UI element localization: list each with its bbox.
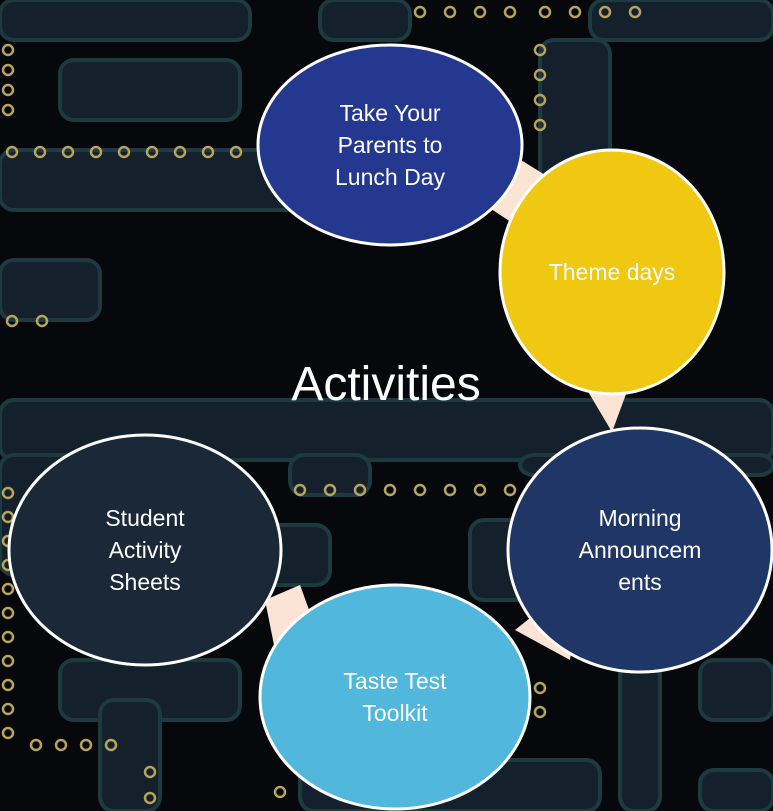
center-title: Activities xyxy=(291,358,480,411)
circuit-pad xyxy=(383,483,397,497)
circuit-trace xyxy=(318,0,412,42)
node-label: Lunch Day xyxy=(335,164,445,190)
circuit-pad xyxy=(323,483,337,497)
circuit-pad xyxy=(473,483,487,497)
node-label: Student xyxy=(105,505,185,531)
circuit-pad xyxy=(79,738,93,752)
circuit-pad xyxy=(1,678,15,692)
node-circle xyxy=(258,583,532,811)
circuit-pad xyxy=(533,43,547,57)
circuit-pad xyxy=(5,145,19,159)
circuit-pad xyxy=(33,145,47,159)
circuit-pad xyxy=(533,93,547,107)
circuit-pad xyxy=(1,103,15,117)
circuit-pad xyxy=(293,483,307,497)
circuit-pad xyxy=(54,738,68,752)
node-label: Toolkit xyxy=(362,700,428,726)
circuit-pad xyxy=(1,702,15,716)
circuit-pad xyxy=(503,483,517,497)
circuit-pad xyxy=(143,765,157,779)
circuit-pad xyxy=(1,726,15,740)
circuit-pad xyxy=(443,483,457,497)
circuit-pad xyxy=(413,483,427,497)
circuit-pad xyxy=(443,5,457,19)
circuit-pad xyxy=(1,83,15,97)
circuit-pad xyxy=(628,5,642,19)
circuit-pad xyxy=(533,681,547,695)
circuit-pad xyxy=(1,510,15,524)
node-circle xyxy=(498,148,726,396)
circuit-pad xyxy=(117,145,131,159)
circuit-pad xyxy=(145,145,159,159)
node-circle xyxy=(256,43,524,247)
circuit-pad xyxy=(1,654,15,668)
node-label: ents xyxy=(618,569,661,595)
circuit-trace xyxy=(98,698,162,811)
circuit-pad xyxy=(61,145,75,159)
node-label: Theme days xyxy=(549,259,676,285)
circuit-pad xyxy=(413,5,427,19)
circuit-pad xyxy=(1,582,15,596)
node-circle xyxy=(7,433,283,667)
circuit-pad xyxy=(1,630,15,644)
node-label: Sheets xyxy=(109,569,181,595)
circuit-pad xyxy=(538,5,552,19)
node-circle xyxy=(506,426,773,674)
circuit-pad xyxy=(29,738,43,752)
circuit-pad xyxy=(568,5,582,19)
circuit-pad xyxy=(533,118,547,132)
circuit-trace xyxy=(698,768,773,811)
node-label: Activity xyxy=(109,537,182,563)
circuit-pad xyxy=(1,486,15,500)
circuit-pad xyxy=(1,606,15,620)
circuit-pad xyxy=(229,145,243,159)
circuit-trace xyxy=(0,258,102,322)
node-label: Taste Test xyxy=(343,668,447,694)
cycle-node-theme-days: Theme days xyxy=(498,148,726,396)
circuit-pad xyxy=(533,68,547,82)
circuit-pad xyxy=(273,785,287,799)
circuit-pad xyxy=(1,43,15,57)
circuit-trace xyxy=(0,0,252,42)
circuit-pad xyxy=(104,738,118,752)
node-label: Parents to xyxy=(338,132,443,158)
node-label: Take Your xyxy=(339,100,440,126)
circuit-trace xyxy=(588,0,773,42)
circuit-pad xyxy=(598,5,612,19)
circuit-pad xyxy=(35,314,49,328)
circuit-pad xyxy=(89,145,103,159)
circuit-pad xyxy=(533,705,547,719)
circuit-pad xyxy=(503,5,517,19)
circuit-pad xyxy=(173,145,187,159)
circuit-trace xyxy=(698,658,773,722)
circuit-pad xyxy=(5,314,19,328)
circuit-pad xyxy=(201,145,215,159)
node-label: Morning xyxy=(598,505,681,531)
node-label: Announcem xyxy=(579,537,702,563)
circuit-pad xyxy=(473,5,487,19)
circuit-pad xyxy=(143,791,157,805)
circuit-pad xyxy=(353,483,367,497)
circuit-trace xyxy=(58,58,242,122)
circuit-pad xyxy=(1,63,15,77)
